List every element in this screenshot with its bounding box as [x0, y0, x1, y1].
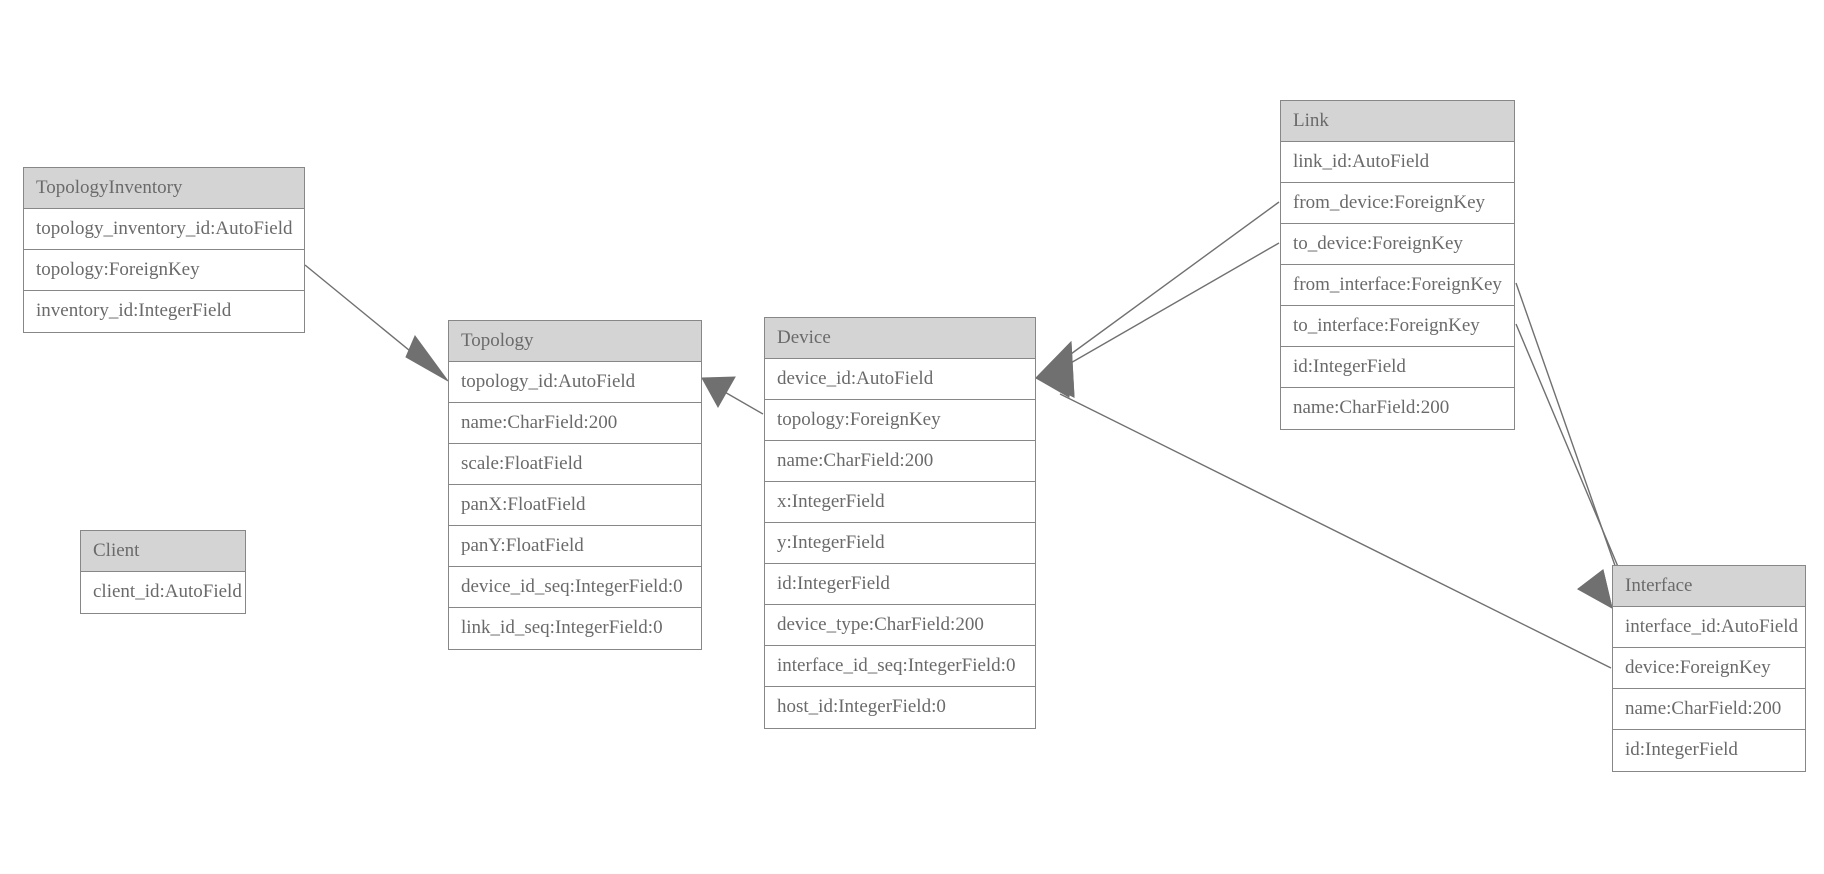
entity-attribute[interactable]: interface_id_seq:IntegerField:0 [765, 646, 1035, 687]
entity-attribute[interactable]: topology_id:AutoField [449, 362, 701, 403]
relation-line [1059, 201, 1280, 363]
entity-attribute[interactable]: name:CharField:200 [765, 441, 1035, 482]
entity-title-topology-inventory: TopologyInventory [24, 168, 304, 209]
entity-attribute[interactable]: scale:FloatField [449, 444, 701, 485]
relation-line [715, 386, 764, 415]
entity-attribute[interactable]: client_id:AutoField [81, 572, 245, 613]
relation-arrowhead [701, 376, 736, 409]
relation-line [1515, 323, 1633, 601]
entity-title-client: Client [81, 531, 245, 572]
entity-attribute[interactable]: id:IntegerField [1613, 730, 1805, 771]
entity-attribute[interactable]: topology:ForeignKey [765, 400, 1035, 441]
relation-line [1059, 393, 1612, 669]
relation-link-from-device [1035, 201, 1280, 398]
entity-title-device: Device [765, 318, 1035, 359]
entity-attribute[interactable]: link_id:AutoField [1281, 142, 1514, 183]
entity-attribute[interactable]: name:CharField:200 [449, 403, 701, 444]
entity-attribute[interactable]: name:CharField:200 [1613, 689, 1805, 730]
relation-arrowhead [1577, 569, 1613, 609]
entity-attribute[interactable]: name:CharField:200 [1281, 388, 1514, 429]
entity-attribute[interactable]: topology:ForeignKey [24, 250, 304, 291]
entity-attribute[interactable]: device:ForeignKey [1613, 648, 1805, 689]
entity-attribute[interactable]: from_interface:ForeignKey [1281, 265, 1514, 306]
relation-topologyinventory-topology [304, 264, 449, 382]
entity-attribute[interactable]: panY:FloatField [449, 526, 701, 567]
entity-attribute[interactable]: topology_inventory_id:AutoField [24, 209, 304, 250]
entity-title-interface: Interface [1613, 566, 1805, 607]
entity-attribute[interactable]: inventory_id:IntegerField [24, 291, 304, 332]
entity-attribute[interactable]: host_id:IntegerField:0 [765, 687, 1035, 728]
relation-arrowhead [1034, 359, 1072, 398]
entity-attribute[interactable]: to_interface:ForeignKey [1281, 306, 1514, 347]
entity-title-link: Link [1281, 101, 1514, 142]
relation-arrowhead [405, 334, 449, 382]
relation-device-topology [701, 376, 764, 415]
relation-arrowhead [1577, 569, 1613, 609]
relation-arrowhead [1035, 340, 1075, 398]
entity-attribute[interactable]: from_device:ForeignKey [1281, 183, 1514, 224]
entity-attribute[interactable]: to_device:ForeignKey [1281, 224, 1514, 265]
entity-attribute[interactable]: link_id_seq:IntegerField:0 [449, 608, 701, 649]
entity-attribute[interactable]: interface_id:AutoField [1613, 607, 1805, 648]
relation-link-to-device [1035, 242, 1280, 398]
relation-line [304, 264, 438, 374]
relation-link-from-interface [1515, 282, 1627, 609]
entity-attribute[interactable]: device_id_seq:IntegerField:0 [449, 567, 701, 608]
entity-attribute[interactable]: device_id:AutoField [765, 359, 1035, 400]
entity-attribute[interactable]: device_type:CharField:200 [765, 605, 1035, 646]
entity-attribute[interactable]: id:IntegerField [765, 564, 1035, 605]
entity-title-topology: Topology [449, 321, 701, 362]
entity-attribute[interactable]: x:IntegerField [765, 482, 1035, 523]
relation-arrowhead [1035, 340, 1075, 398]
entity-attribute[interactable]: panX:FloatField [449, 485, 701, 526]
relation-line [1515, 282, 1627, 598]
relation-line [1061, 242, 1280, 369]
entity-attribute[interactable]: id:IntegerField [1281, 347, 1514, 388]
entity-attribute[interactable]: y:IntegerField [765, 523, 1035, 564]
